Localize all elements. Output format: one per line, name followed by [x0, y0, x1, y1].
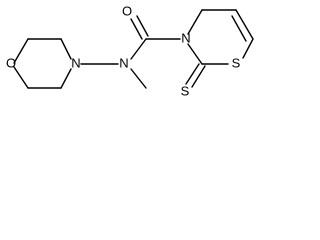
chemical-structure: O N N O N S S: [0, 0, 271, 121]
bond-thione-double-b: [191, 65, 206, 88]
atom-labels: O N N O N S S: [6, 3, 241, 98]
bond-carbonyl-double-a: [130, 18, 143, 40]
bond-ch-ch-double-a: [235, 9, 254, 40]
bond-n-methyl: [130, 68, 147, 89]
bonds: [13, 9, 254, 89]
atom-label-n-morpholine: N: [71, 55, 80, 70]
bond-ch2-o-lower: [13, 66, 29, 89]
bond-n-carbonyl-carbon: [130, 38, 147, 60]
atom-label-o-carbonyl: O: [122, 3, 132, 18]
bond-n-ch2-lower: [60, 68, 72, 89]
atom-label-n-amide: N: [119, 55, 128, 70]
bond-n-ch2-thiazine: [187, 9, 203, 35]
bond-carbonyl-double-b: [136, 15, 149, 37]
bond-o-ch2-upper: [13, 38, 29, 64]
atom-label-n-thiazine: N: [181, 30, 190, 45]
bond-c-n-thiazine: [187, 43, 203, 65]
bond-ch-ch-double-b: [231, 15, 247, 42]
bond-ch2-n-upper: [60, 38, 72, 60]
bond-thione-double-a: [185, 63, 200, 85]
atom-label-s-thione: S: [181, 83, 190, 98]
bond-ch-s-thiazine: [242, 38, 254, 59]
atom-label-s-ring: S: [232, 55, 241, 70]
molecule-drawing: O N N O N S S: [6, 3, 254, 98]
atom-label-o-ring: O: [6, 55, 16, 70]
